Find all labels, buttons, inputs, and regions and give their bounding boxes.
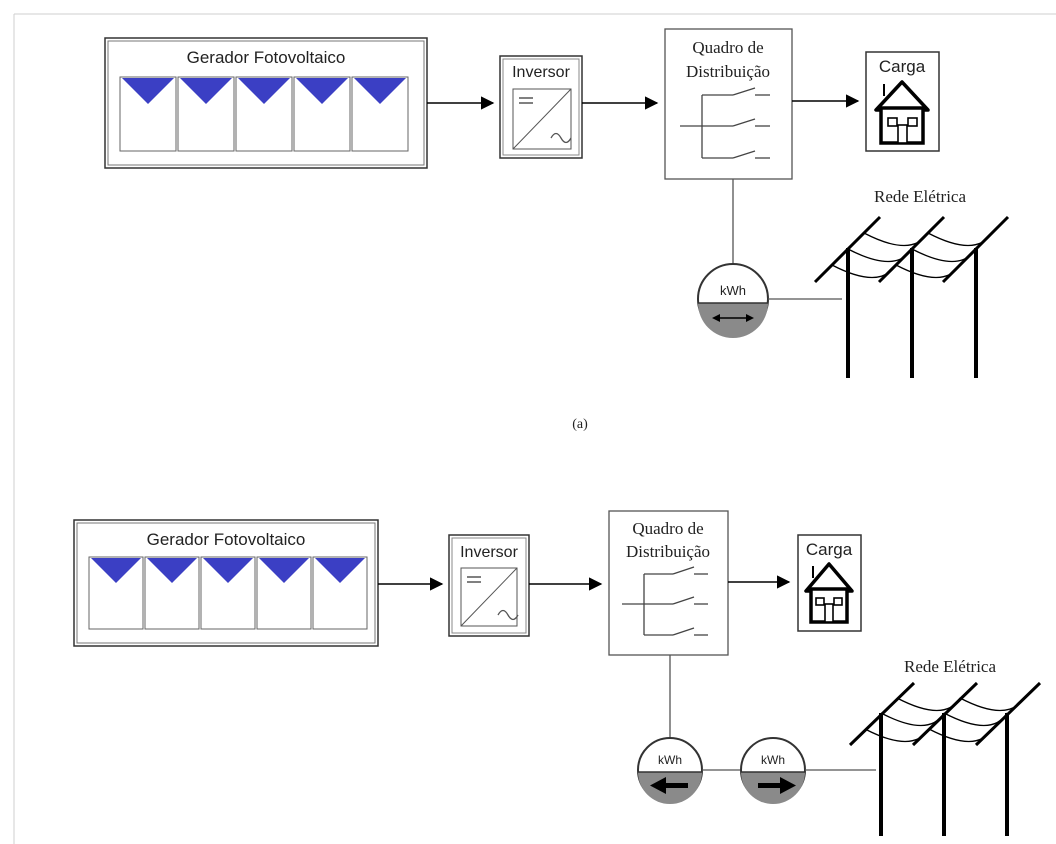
breaker-switches [680,87,770,159]
distribution-label-line1: Quadro de [632,519,703,538]
load: Carga [865,51,940,152]
load: Carga [797,534,862,632]
distribution-label-line2: Distribuição [626,542,710,561]
bidirectional-arrow-icon [712,314,754,322]
kwh-meter-label: kWh [720,283,746,298]
panel-triangle [354,78,406,104]
pv-generator: Gerador Fotovoltaico [73,519,379,647]
inverter-label: Inversor [460,544,518,561]
diagram-a: Gerador Fotovoltaico Inversor [104,28,1010,432]
left-arrow-icon [650,777,688,794]
load-label: Carga [879,57,926,76]
diagram-b: Gerador Fotovoltaico Inversor [73,510,1042,836]
distribution-label-line2: Distribuição [686,62,770,81]
inverter-icon [512,88,572,150]
caption-a: (a) [572,417,588,432]
distribution-board: Quadro de Distribuição [664,28,793,180]
panel-triangle [238,78,290,104]
panel-triangle [122,78,174,104]
house-icon [804,562,854,624]
panel-triangle [180,78,232,104]
pv-generator: Gerador Fotovoltaico [104,37,428,169]
inverter-label: Inversor [512,64,570,81]
breaker-switches [622,566,708,636]
grid-label: Rede Elétrica [904,657,996,676]
kwh-meter: kWh [740,737,806,804]
panel-triangle [296,78,348,104]
load-label: Carga [806,540,853,559]
panel-triangle [147,558,197,583]
inverter-icon [460,567,519,627]
grid-label: Rede Elétrica [874,187,966,206]
panel-triangle [203,558,253,583]
kwh-meter: kWh [697,263,769,338]
distribution-label-line1: Quadro de [692,38,763,57]
kwh-meter: kWh [637,737,703,804]
inverter: Inversor [499,55,583,159]
pv-generator-title: Gerador Fotovoltaico [187,48,346,67]
house-icon [874,80,930,145]
power-line-towers [848,681,1042,836]
power-line-towers [813,215,1010,378]
kwh-meter-label: kWh [761,753,785,767]
panel-triangle [259,558,309,583]
panel-triangle [91,558,141,583]
panel-triangle [315,558,365,583]
inverter: Inversor [448,534,530,637]
right-arrow-icon [758,777,796,794]
pv-panels [119,76,409,152]
kwh-meter-label: kWh [658,753,682,767]
pv-generator-title: Gerador Fotovoltaico [147,530,306,549]
distribution-board: Quadro de Distribuição [608,510,729,656]
pv-panels [88,556,368,630]
